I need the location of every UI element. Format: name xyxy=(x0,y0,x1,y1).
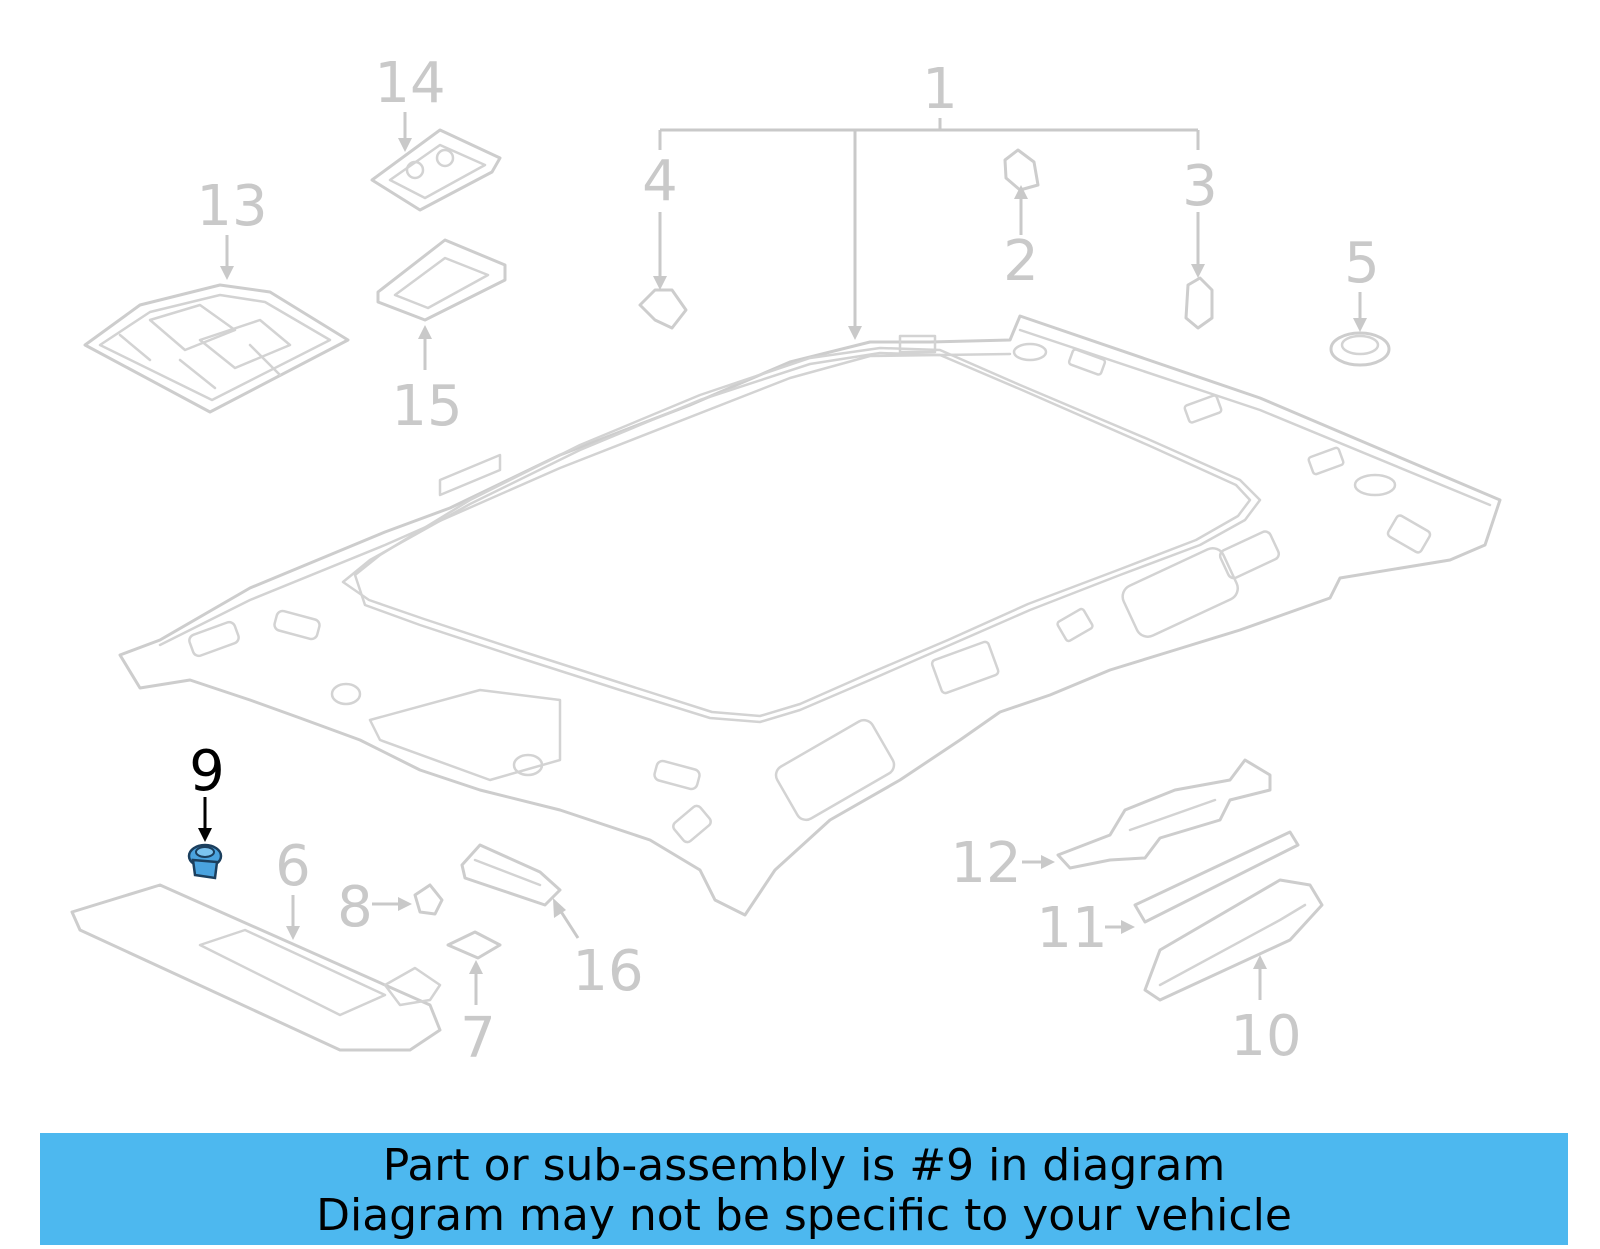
callout-15: 15 xyxy=(391,374,462,439)
callout-7: 7 xyxy=(460,1006,496,1071)
banner-line-part-number: Part or sub-assembly is #9 in diagram xyxy=(382,1140,1226,1191)
callout-11: 11 xyxy=(1036,896,1107,961)
callout-13: 13 xyxy=(196,174,267,239)
info-banner: Part or sub-assembly is #9 in diagram Di… xyxy=(40,1133,1568,1245)
highlighted-clip-part-9 xyxy=(187,843,223,880)
map-lamp-part xyxy=(370,128,502,212)
pin-part-3 xyxy=(1184,276,1214,330)
callout-1: 1 xyxy=(922,57,958,122)
callout-4: 4 xyxy=(642,149,678,214)
callout-9-highlighted: 9 xyxy=(189,739,225,804)
lamp-lens-part xyxy=(376,238,507,322)
callout-6: 6 xyxy=(275,834,311,899)
sun-visor-part xyxy=(70,883,442,1052)
lamp-part-16 xyxy=(460,843,562,907)
callout-8: 8 xyxy=(337,875,373,940)
clip-part-2 xyxy=(1003,148,1040,192)
bar-part-11 xyxy=(1133,830,1300,924)
grommet-part-5 xyxy=(1329,331,1391,367)
grab-handle-part-10 xyxy=(1143,878,1324,1002)
overhead-console-part xyxy=(83,283,350,414)
clip-part-8 xyxy=(413,883,444,916)
leader-lines xyxy=(198,112,1367,1005)
callout-3: 3 xyxy=(1182,154,1218,219)
callout-2: 2 xyxy=(1003,229,1039,294)
clip-part-4 xyxy=(638,288,688,330)
callout-16: 16 xyxy=(572,939,643,1004)
callout-5: 5 xyxy=(1344,231,1380,296)
headliner-part xyxy=(118,314,1502,917)
callout-14: 14 xyxy=(374,51,445,116)
callout-10: 10 xyxy=(1230,1004,1301,1069)
bracket-part-12 xyxy=(1056,758,1272,870)
callout-12: 12 xyxy=(950,831,1021,896)
holder-part-7 xyxy=(446,930,502,960)
banner-line-disclaimer: Diagram may not be specific to your vehi… xyxy=(316,1190,1292,1241)
